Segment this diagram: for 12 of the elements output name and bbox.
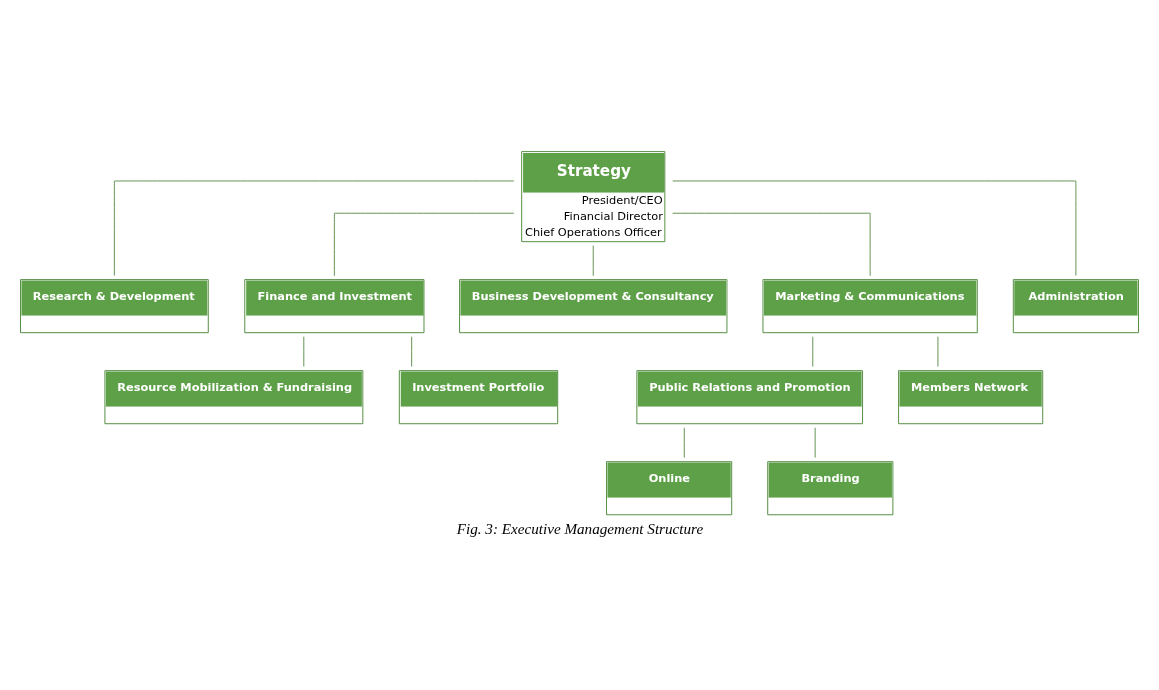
connector [683,426,685,458]
connector [303,335,305,367]
connector [411,335,413,367]
connector [812,335,814,367]
connector [672,180,1077,276]
connector [937,335,939,367]
connector [113,180,515,276]
caption: Fig. 3: Executive Management Structure [456,519,704,537]
connector [814,426,816,458]
connector [333,212,515,276]
connector [592,244,594,276]
connector [672,212,871,276]
